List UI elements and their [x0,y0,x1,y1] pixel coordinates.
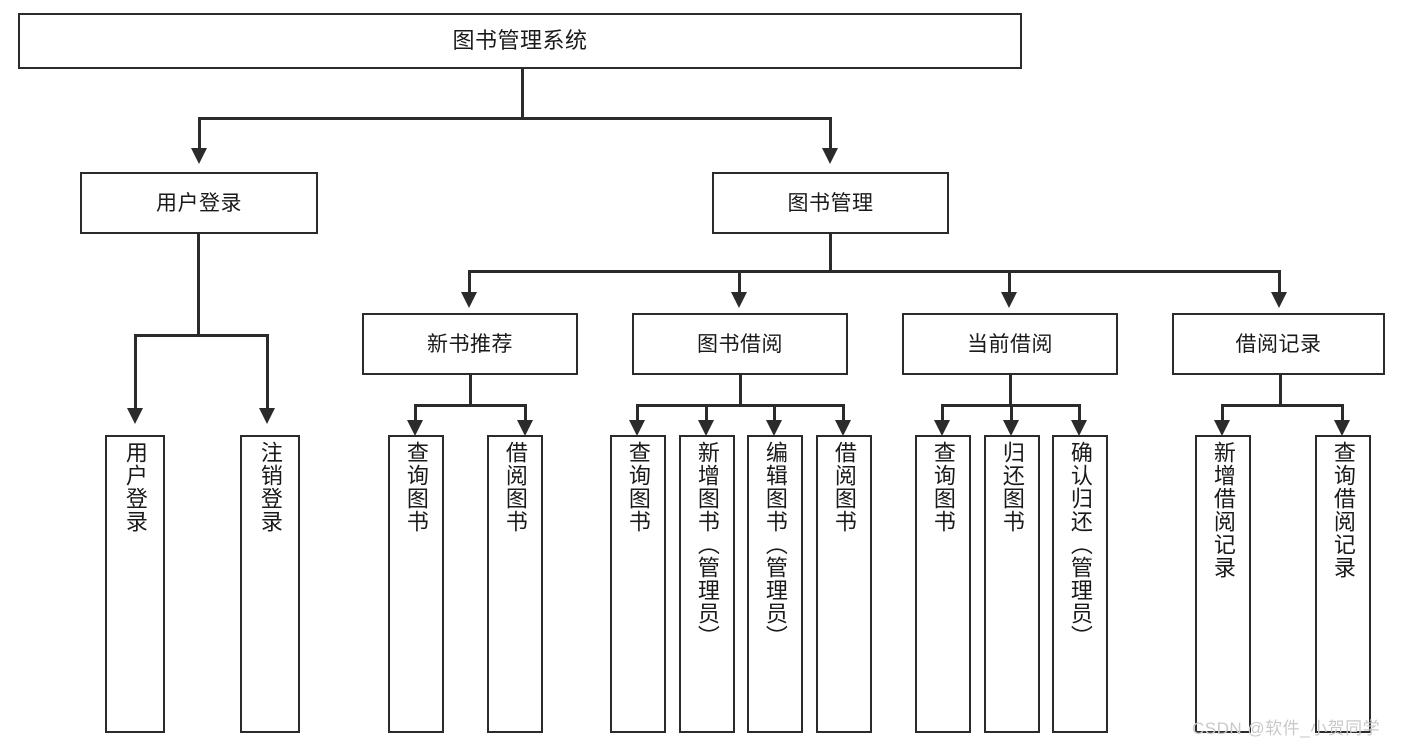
connector-book-borrow-stem [739,375,742,406]
connector-borrow-record-bus [1221,404,1343,407]
arrow-to-leaf-current-borrow-1 [934,420,950,436]
connector-level1-drop-user [198,117,201,150]
connector-new-book-drop-2 [524,404,527,422]
arrow-to-book-borrow [731,292,747,308]
connector-current-borrow-drop-3 [1078,404,1081,422]
arrow-to-new-book-recommend [461,292,477,308]
node-label: 借阅记录 [1235,332,1322,356]
leaf-new-book-query[interactable]: 查询图书 [388,435,444,733]
connector-user-login-drop-1 [134,334,137,410]
connector-new-book-stem [469,375,472,406]
connector-borrow-record-stem [1279,375,1282,406]
leaf-new-book-borrow[interactable]: 借阅图书 [487,435,543,733]
node-label: 新增借阅记录 [1210,441,1236,579]
connector-level2-bus [468,270,1280,273]
leaf-current-borrow-confirm-return[interactable]: 确认归还（管理员） [1052,435,1108,733]
connector-new-book-bus [414,404,526,407]
node-label: 编辑图书（管理员） [762,441,788,648]
arrow-to-current-borrow [1001,292,1017,308]
connector-user-login-stem [197,234,200,336]
connector-user-login-bus [134,334,268,337]
connector-borrow-record-drop-1 [1221,404,1224,422]
leaf-book-borrow-borrow[interactable]: 借阅图书 [816,435,872,733]
connector-new-book-drop-1 [414,404,417,422]
arrow-to-leaf-book-borrow-2 [698,420,714,436]
connector-book-borrow-drop-3 [773,404,776,422]
node-label: 图书管理系统 [452,28,588,53]
arrow-to-borrow-record [1271,292,1287,308]
leaf-book-borrow-add[interactable]: 新增图书（管理员） [679,435,735,733]
csdn-watermark: CSDN @软件_小贺同学 [1192,719,1381,738]
node-label: 新书推荐 [427,332,513,356]
connector-borrow-record-drop-2 [1341,404,1344,422]
connector-level2-drop-2 [738,270,741,294]
node-label: 查询图书 [625,441,651,533]
arrow-to-leaf-current-borrow-3 [1071,420,1087,436]
arrow-to-user-login [191,148,207,164]
node-new-book-recommend[interactable]: 新书推荐 [362,313,578,375]
arrow-to-leaf-user-login-1 [127,408,143,424]
arrow-to-leaf-user-login-2 [259,408,275,424]
connector-root-stem [521,69,524,119]
node-label: 图书借阅 [697,332,783,356]
connector-level2-drop-3 [1008,270,1011,294]
arrow-to-leaf-current-borrow-2 [1003,420,1019,436]
connector-book-manage-stem [829,234,832,272]
node-root-book-management-system[interactable]: 图书管理系统 [18,13,1022,69]
node-current-borrow[interactable]: 当前借阅 [902,313,1118,375]
node-book-borrow[interactable]: 图书借阅 [632,313,848,375]
node-label: 注销登录 [257,441,283,533]
leaf-borrow-record-add[interactable]: 新增借阅记录 [1195,435,1251,733]
connector-book-borrow-drop-1 [636,404,639,422]
leaf-current-borrow-return[interactable]: 归还图书 [984,435,1040,733]
arrow-to-book-manage [822,148,838,164]
node-label: 借阅图书 [502,441,528,533]
arrow-to-leaf-new-book-2 [517,420,533,436]
leaf-book-borrow-query[interactable]: 查询图书 [610,435,666,733]
leaf-borrow-record-query[interactable]: 查询借阅记录 [1315,435,1371,733]
node-label: 归还图书 [999,441,1025,533]
connector-current-borrow-drop-2 [1010,404,1013,422]
connector-level1-drop-book [829,117,832,150]
arrow-to-leaf-new-book-1 [407,420,423,436]
node-label: 新增图书（管理员） [694,441,720,648]
node-label: 借阅图书 [831,441,857,533]
node-label: 查询借阅记录 [1330,441,1356,579]
node-label: 查询图书 [403,441,429,533]
connector-user-login-drop-2 [266,334,269,410]
node-label: 查询图书 [930,441,956,533]
connector-level2-drop-1 [468,270,471,294]
node-borrow-record[interactable]: 借阅记录 [1172,313,1385,375]
arrow-to-leaf-book-borrow-4 [835,420,851,436]
connector-book-borrow-drop-2 [705,404,708,422]
connector-book-borrow-bus [636,404,844,407]
connector-book-borrow-drop-4 [842,404,845,422]
node-label: 图书管理 [787,191,874,215]
leaf-user-login-logout[interactable]: 注销登录 [240,435,300,733]
leaf-book-borrow-edit[interactable]: 编辑图书（管理员） [747,435,803,733]
connector-current-borrow-stem [1009,375,1012,406]
leaf-user-login-login[interactable]: 用户登录 [105,435,165,733]
node-label: 确认归还（管理员） [1067,441,1093,648]
connector-level2-drop-4 [1278,270,1281,294]
arrow-to-leaf-book-borrow-3 [766,420,782,436]
node-user-login[interactable]: 用户登录 [80,172,318,234]
connector-current-borrow-drop-1 [941,404,944,422]
node-label: 用户登录 [156,191,242,215]
arrow-to-leaf-book-borrow-1 [629,420,645,436]
arrow-to-leaf-borrow-record-1 [1214,420,1230,436]
node-label: 用户登录 [122,441,148,533]
connector-level1-bus [198,117,832,120]
node-label: 当前借阅 [967,332,1053,356]
node-book-manage[interactable]: 图书管理 [712,172,949,234]
arrow-to-leaf-borrow-record-2 [1334,420,1350,436]
leaf-current-borrow-query[interactable]: 查询图书 [915,435,971,733]
